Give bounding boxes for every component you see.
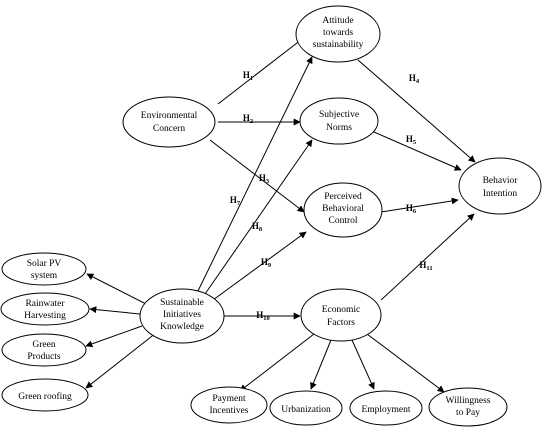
- node-economic-factors: Economic Factors: [300, 288, 382, 342]
- node-urbanization: Urbanization: [269, 390, 343, 426]
- edge-ef-employment: [351, 339, 375, 390]
- edge-sik-pbc: [212, 231, 307, 301]
- edge-ec-pbc: [209, 139, 305, 213]
- hypothesis-label-h4: H4: [409, 73, 420, 85]
- node-rainwater-line-1: Rainwater: [25, 299, 65, 309]
- node-green-products-line-1: Green: [32, 340, 55, 350]
- node-attitude-line-1: Attitude: [322, 16, 353, 26]
- edge-ef-willingness: [366, 333, 445, 393]
- node-attitude-line-3: sustainability: [313, 40, 364, 50]
- node-environmental-concern-line-1: Environmental: [141, 111, 198, 121]
- edge-sik-green-products: [85, 325, 143, 348]
- edge-ef-urbanization: [310, 339, 332, 390]
- node-payment-incentives-line-2: Incentives: [209, 406, 248, 416]
- node-pbc-line-3: Control: [328, 216, 357, 226]
- node-behavior-intention: Behavior Intention: [458, 157, 542, 215]
- edge-attitude-bi: [357, 59, 476, 163]
- node-economic-factors-line-1: Economic: [322, 305, 361, 315]
- node-employment-line-1: Employment: [361, 405, 410, 415]
- hypothesis-label-h2: H2: [243, 113, 253, 125]
- edge-sik-sn: [204, 139, 313, 295]
- edges: [85, 35, 476, 393]
- hypothesis-label-h1: H1: [243, 70, 253, 82]
- edge-sik-rainwater: [89, 306, 141, 315]
- node-willingness-line-2: to Pay: [456, 408, 480, 418]
- edge-ef-payment: [239, 333, 315, 392]
- node-pbc-line-2: Behavioral: [322, 204, 364, 214]
- node-green-roofing: Green roofing: [1, 378, 89, 412]
- node-green-roofing-line-1: Green roofing: [18, 391, 72, 402]
- node-sik-line-3: Knowledge: [160, 322, 204, 332]
- node-employment: Employment: [349, 390, 423, 426]
- node-urbanization-line-1: Urbanization: [281, 405, 331, 415]
- hypothesis-label-h7: H7: [230, 195, 241, 207]
- node-solar-pv: Solar PV system: [1, 252, 87, 286]
- node-payment-incentives-line-1: Payment: [212, 394, 246, 404]
- hypothesis-label-h8: H8: [252, 221, 263, 233]
- node-subjective-norms: Subjective Norms: [299, 97, 379, 145]
- hypothesis-label-h3: H3: [259, 173, 270, 185]
- hypothesis-label-h10: H10: [256, 310, 270, 322]
- edge-sik-green-roofing: [85, 332, 157, 389]
- node-attitude-line-2: towards: [323, 28, 353, 38]
- node-sik-line-2: Initiatives: [163, 310, 201, 320]
- hypothesis-label-h5: H5: [406, 134, 417, 146]
- edge-sik-attitude: [196, 56, 313, 294]
- node-perceived-behavioral-control: Perceived Behavioral Control: [303, 182, 383, 238]
- node-sustainable-initiatives-knowledge: Sustainable Initiatives Knowledge: [139, 288, 225, 344]
- edge-pbc-bi: [380, 197, 459, 213]
- node-subjective-norms-line-2: Norms: [326, 123, 352, 133]
- hypothesis-label-h9: H9: [261, 257, 272, 269]
- node-willingness-to-pay: Willingness to Pay: [428, 387, 508, 427]
- hypothesis-label-h6: H6: [406, 203, 417, 215]
- node-green-products: Green Products: [1, 333, 87, 367]
- node-environmental-concern-line-2: Concern: [153, 124, 185, 134]
- node-attitude: Attitude towards sustainability: [295, 5, 381, 63]
- node-pbc-line-1: Perceived: [324, 192, 362, 202]
- node-environmental-concern: Environmental Concern: [122, 96, 216, 148]
- node-rainwater-harvesting: Rainwater Harvesting: [0, 292, 90, 326]
- node-payment-incentives: Payment Incentives: [190, 386, 268, 424]
- node-sik-line-1: Sustainable: [160, 298, 204, 308]
- node-economic-factors-line-2: Factors: [327, 318, 355, 328]
- hypothesis-labels: H1 H2 H3 H4 H5 H6 H7 H8 H9 H10 H11: [230, 70, 433, 322]
- node-solar-pv-line-1: Solar PV: [27, 259, 62, 269]
- node-solar-pv-line-2: system: [31, 271, 58, 281]
- hypothesis-label-h11: H11: [419, 260, 432, 272]
- node-behavior-intention-line-1: Behavior: [483, 176, 519, 186]
- node-rainwater-line-2: Harvesting: [24, 311, 66, 321]
- edge-sn-bi: [373, 131, 462, 171]
- node-subjective-norms-line-1: Subjective: [319, 110, 359, 120]
- edge-ec-attitude: [217, 35, 307, 105]
- node-willingness-line-1: Willingness: [445, 396, 490, 406]
- edge-ef-bi: [380, 213, 475, 301]
- node-behavior-intention-line-2: Intention: [483, 189, 518, 199]
- node-green-products-line-2: Products: [27, 352, 61, 362]
- edge-sik-solar: [86, 273, 151, 307]
